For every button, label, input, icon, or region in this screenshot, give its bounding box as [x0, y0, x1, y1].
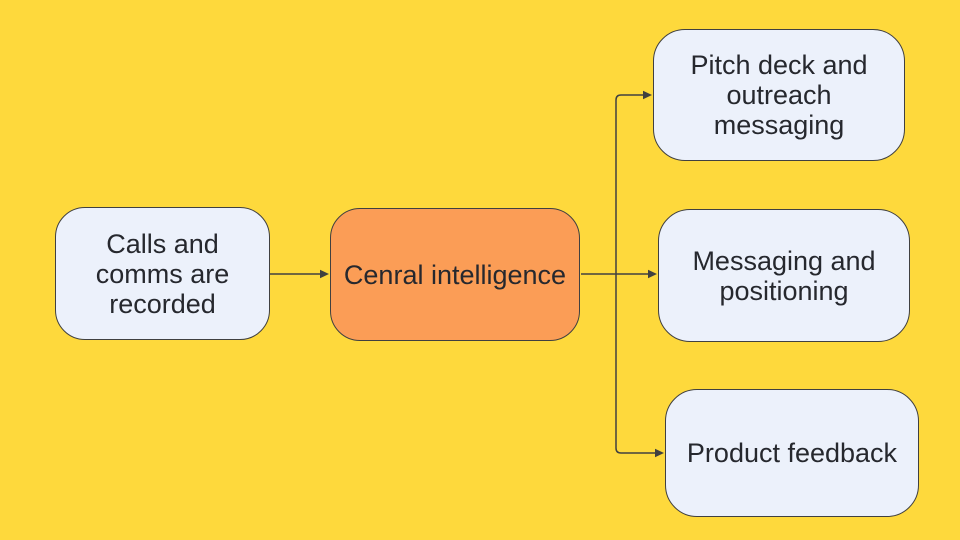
arrowhead-calls-to-central [320, 269, 329, 279]
arrowhead-central-to-messaging [648, 269, 657, 279]
node-product-feedback[interactable]: Product feedback [665, 389, 919, 517]
edge-central-to-product[interactable] [615, 274, 655, 454]
node-label: Calls and comms are recorded [95, 228, 230, 319]
node-label: Product feedback [686, 438, 898, 468]
arrowhead-central-to-product [655, 448, 664, 458]
edge-central-to-pitch[interactable] [615, 94, 643, 274]
node-label: Cenral intelligence [343, 259, 567, 290]
node-label: Pitch deck and outreach messaging [690, 50, 868, 140]
node-messaging-positioning[interactable]: Messaging and positioning [658, 209, 910, 342]
node-label: Messaging and positioning [692, 245, 876, 306]
node-pitch-deck-outreach[interactable]: Pitch deck and outreach messaging [653, 29, 905, 161]
node-central-intelligence[interactable]: Cenral intelligence [330, 208, 580, 341]
arrowhead-central-to-pitch [643, 90, 652, 100]
node-calls-and-comms[interactable]: Calls and comms are recorded [55, 207, 270, 340]
